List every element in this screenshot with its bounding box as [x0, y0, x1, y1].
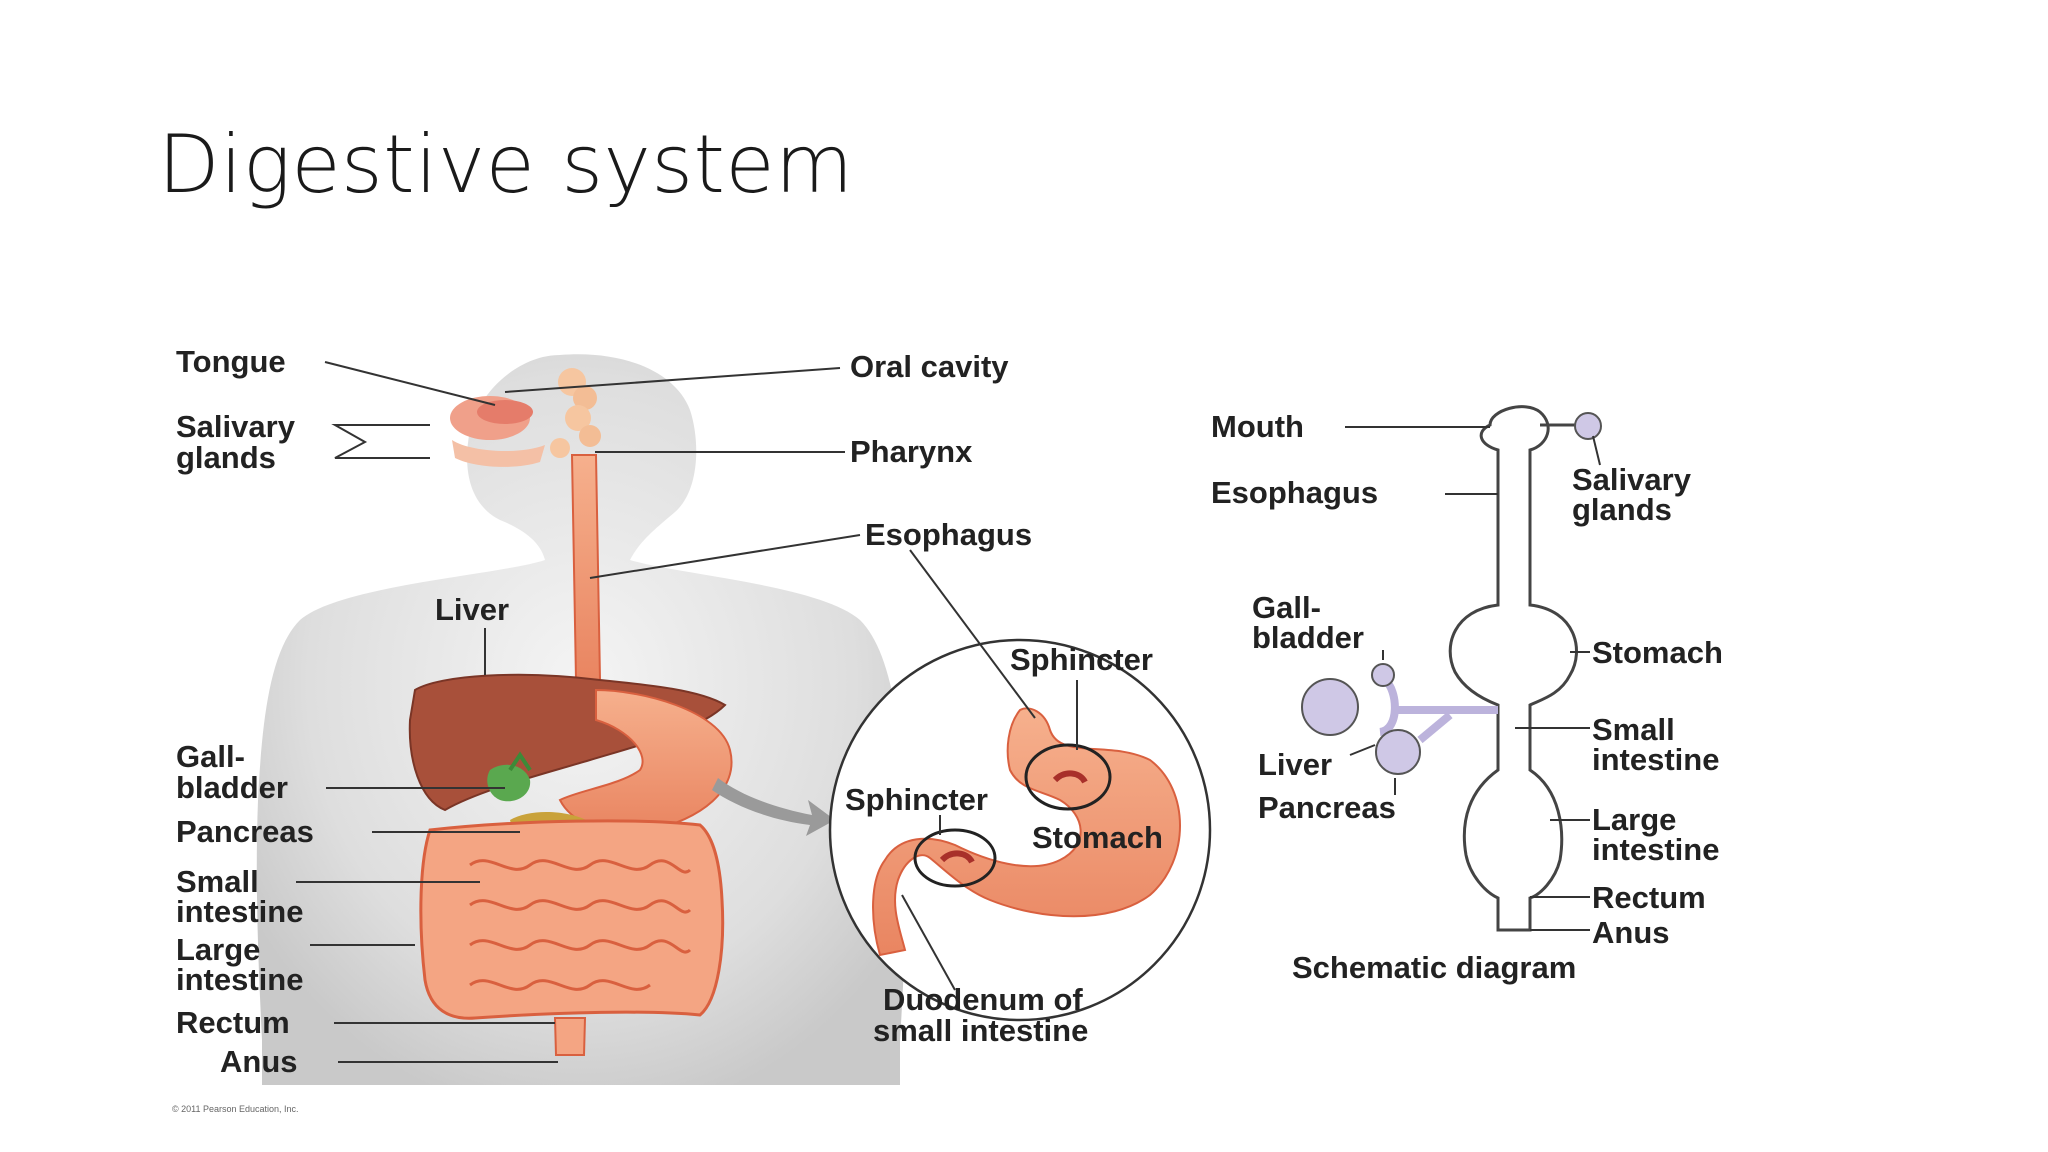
stomach-inset: [828, 638, 1212, 1022]
label-s-salivary-2: glands: [1572, 492, 1672, 527]
oral-region: [450, 368, 601, 467]
inset-arrow: [712, 778, 835, 836]
label-s-gallbladder-2: bladder: [1252, 620, 1364, 655]
label-s-anus: Anus: [1592, 915, 1670, 950]
slide-title: Digestive system: [158, 118, 854, 211]
label-oral-cavity: Oral cavity: [850, 349, 1009, 384]
label-inset-stomach: Stomach: [1032, 820, 1163, 855]
label-s-mouth: Mouth: [1211, 409, 1304, 444]
label-s-small-intestine-1: Small: [1592, 712, 1675, 747]
gallbladder-organ: [487, 764, 531, 802]
label-s-pancreas: Pancreas: [1258, 790, 1396, 825]
label-s-stomach: Stomach: [1592, 635, 1723, 670]
label-tongue: Tongue: [176, 344, 286, 379]
inset-leader-lines: [901, 549, 1078, 991]
label-rectum: Rectum: [176, 1005, 290, 1040]
schematic-diagram: [1301, 405, 1602, 932]
label-salivary-glands-2: glands: [176, 440, 276, 475]
label-s-large-intestine-2: intestine: [1592, 832, 1719, 867]
label-s-large-intestine-1: Large: [1592, 802, 1676, 837]
label-s-rectum: Rectum: [1592, 880, 1706, 915]
label-s-salivary-1: Salivary: [1572, 462, 1692, 497]
schematic-labels: Mouth Esophagus Salivary glands Gall- bl…: [1211, 409, 1723, 985]
label-sphincter-top: Sphincter: [1010, 642, 1153, 677]
label-anus: Anus: [220, 1044, 298, 1079]
label-s-esophagus: Esophagus: [1211, 475, 1378, 510]
label-small-intestine-2: intestine: [176, 894, 303, 929]
label-large-intestine-2: intestine: [176, 962, 303, 997]
schematic-caption: Schematic diagram: [1292, 950, 1576, 985]
body-leader-lines: [296, 361, 861, 1063]
schematic-leader-lines: [1345, 426, 1601, 931]
esophagus-tube: [570, 454, 602, 681]
label-s-gallbladder-1: Gall-: [1252, 590, 1321, 625]
intestines: [419, 819, 725, 1056]
label-esophagus: Esophagus: [865, 517, 1032, 552]
label-large-intestine-1: Large: [176, 932, 260, 967]
label-pharynx: Pharynx: [850, 434, 973, 469]
label-gallbladder-2: bladder: [176, 770, 288, 805]
label-gallbladder-1: Gall-: [176, 739, 245, 774]
inset-labels: Sphincter Sphincter Stomach Duodenum of …: [845, 642, 1163, 1048]
copyright-note: © 2011 Pearson Education, Inc.: [172, 1104, 299, 1114]
label-small-intestine-1: Small: [176, 864, 259, 899]
label-duodenum-2: small intestine: [873, 1013, 1088, 1048]
label-pancreas: Pancreas: [176, 814, 314, 849]
label-sphincter-bottom: Sphincter: [845, 782, 988, 817]
label-duodenum-1: Duodenum of: [883, 982, 1083, 1017]
label-salivary-glands-1: Salivary: [176, 409, 296, 444]
label-liver: Liver: [435, 592, 509, 627]
label-s-small-intestine-2: intestine: [1592, 742, 1719, 777]
body-labels: Tongue Salivary glands Oral cavity Phary…: [172, 344, 1032, 1114]
label-s-liver: Liver: [1258, 747, 1332, 782]
